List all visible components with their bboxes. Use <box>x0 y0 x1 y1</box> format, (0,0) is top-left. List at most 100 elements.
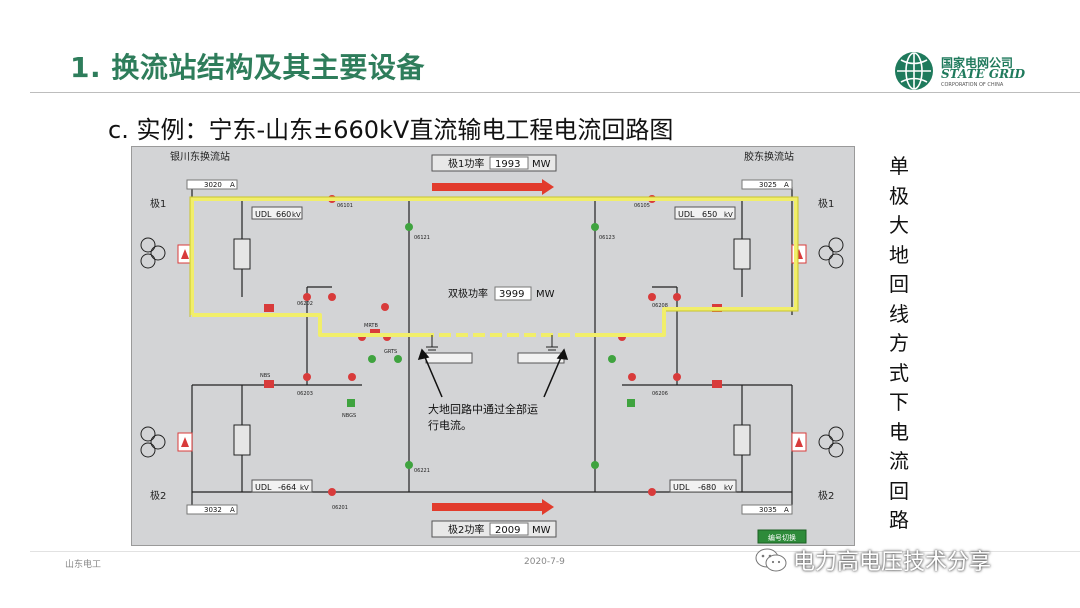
breaker-open-icons <box>347 223 635 469</box>
svg-text:06101: 06101 <box>337 203 353 209</box>
logo-name-en: STATE GRID <box>941 67 1026 81</box>
svg-text:极1功率: 极1功率 <box>448 157 484 170</box>
footer-org: 山东电工 <box>65 560 102 570</box>
annotation-arrows <box>417 348 569 398</box>
pole2-left-label: 极2 <box>150 489 166 502</box>
svg-text:UDL: UDL <box>255 210 272 219</box>
svg-text:-664: -664 <box>278 483 296 492</box>
svg-text:06123: 06123 <box>599 235 615 241</box>
svg-text:MW: MW <box>532 525 551 536</box>
svg-text:A: A <box>784 506 789 514</box>
udl-right-top: UDL 650 kV <box>674 206 736 220</box>
udl-left-bottom: UDL -664 kV <box>251 479 313 493</box>
slide-title: 1. 换流站结构及其主要设备 <box>70 51 425 84</box>
vertical-caption-char: 线 <box>889 301 909 326</box>
bipole-power-readout: 双极功率 3999 MW <box>448 286 555 301</box>
vertical-caption-char: 式 <box>889 360 909 385</box>
svg-text:kV: kV <box>724 211 733 219</box>
svg-text:kV: kV <box>292 211 301 219</box>
svg-text:660: 660 <box>276 210 291 219</box>
svg-text:NBGS: NBGS <box>342 413 356 419</box>
svg-text:06206: 06206 <box>652 391 668 397</box>
udl-right-bottom: UDL -680 kV <box>669 479 737 493</box>
state-grid-logo: 国家电网公司 STATE GRID CORPORATION OF CHINA <box>893 50 1033 92</box>
svg-text:UDL: UDL <box>673 483 690 492</box>
ground-electrode-icons <box>426 335 558 351</box>
svg-text:MRTB: MRTB <box>364 323 378 329</box>
vertical-caption-char: 回 <box>889 478 909 503</box>
converter-valve-blocks <box>233 238 751 456</box>
svg-text:UDL: UDL <box>255 483 272 492</box>
vertical-caption-char: 单 <box>889 154 909 178</box>
footer-date: 2020-7-9 <box>524 557 565 567</box>
vertical-caption-char: 回 <box>889 272 909 296</box>
svg-text:3025: 3025 <box>759 181 777 189</box>
vertical-caption-char: 方 <box>889 331 909 355</box>
globe-icon <box>895 52 933 90</box>
svg-text:-680: -680 <box>698 483 716 492</box>
svg-text:kV: kV <box>724 484 733 492</box>
dc-bus-lines <box>191 187 793 505</box>
vertical-caption: 单极大地回线方式下电流回路 <box>884 152 914 536</box>
vertical-caption-char: 下 <box>889 390 909 414</box>
logo-name-cn: 国家电网公司 <box>941 56 1014 70</box>
current-loop-diagram: 银川东换流站 胶东换流站 极1 极1 极2 极2 极1功率 1993 MW 极2… <box>131 146 855 546</box>
svg-text:A: A <box>230 506 235 514</box>
svg-text:3032: 3032 <box>204 506 222 514</box>
vertical-caption-char: 极 <box>889 183 909 208</box>
pole2-power-readout: 极2功率 2009 MW <box>431 520 557 538</box>
watermark-text: 电力高电压技术分享 <box>793 550 992 575</box>
svg-text:06121: 06121 <box>414 235 430 241</box>
svg-text:06221: 06221 <box>414 468 430 474</box>
pole1-left-label: 极1 <box>150 197 166 210</box>
breaker-closed-icons <box>264 195 722 496</box>
svg-text:极2功率: 极2功率 <box>448 523 484 536</box>
right-station-label: 胶东换流站 <box>744 150 794 163</box>
svg-text:3035: 3035 <box>759 506 777 514</box>
svg-text:GRTS: GRTS <box>384 349 397 355</box>
svg-text:06203: 06203 <box>297 391 313 397</box>
pole1-right-label: 极1 <box>818 197 834 210</box>
svg-text:UDL: UDL <box>678 210 695 219</box>
vertical-caption-char: 路 <box>889 508 909 532</box>
number-toggle-button[interactable]: 编号切换 <box>757 529 807 544</box>
svg-text:MW: MW <box>536 289 555 300</box>
svg-text:NBS: NBS <box>260 373 270 379</box>
vertical-caption-char: 流 <box>889 449 909 473</box>
svg-text:3020: 3020 <box>204 181 222 189</box>
udl-left-top: UDL 660 kV <box>251 206 303 220</box>
pole1-power-readout: 极1功率 1993 MW <box>431 154 557 172</box>
watermark: 电力高电压技术分享 <box>755 545 991 575</box>
vertical-caption-char: 地 <box>889 242 909 267</box>
footer-divider <box>30 551 1080 552</box>
current-path-outline <box>189 196 799 317</box>
svg-text:A: A <box>784 181 789 189</box>
pole2-power-arrow <box>432 499 554 515</box>
svg-text:06208: 06208 <box>652 303 668 309</box>
current-path <box>190 197 798 337</box>
left-station-label: 银川东换流站 <box>170 150 230 163</box>
pole1-power-arrow <box>432 179 554 195</box>
converter-red-icons <box>177 244 807 452</box>
ground-current-readouts <box>425 352 565 364</box>
svg-text:06201: 06201 <box>332 505 348 511</box>
svg-text:kV: kV <box>300 484 309 492</box>
svg-text:06202: 06202 <box>297 301 313 307</box>
svg-text:编号切换: 编号切换 <box>768 533 796 542</box>
logo-subtitle: CORPORATION OF CHINA <box>941 82 1004 88</box>
svg-text:2009: 2009 <box>495 525 520 536</box>
vertical-caption-char: 电 <box>889 419 909 444</box>
breaker-id-labels: 06101 06121 06123 06105 06202 06203 0620… <box>260 203 668 511</box>
wechat-icon <box>755 548 787 572</box>
title-divider <box>30 92 1080 93</box>
svg-text:A: A <box>230 181 235 189</box>
svg-text:06105: 06105 <box>634 203 650 209</box>
svg-text:3999: 3999 <box>499 289 524 300</box>
idl-readouts: 3020 A 3025 A 3032 A 3035 A <box>186 179 793 515</box>
converter-transformer-icons <box>140 237 844 458</box>
svg-text:双极功率: 双极功率 <box>448 287 488 300</box>
svg-text:1993: 1993 <box>495 159 520 170</box>
pole2-right-label: 极2 <box>818 489 834 502</box>
svg-text:650: 650 <box>702 210 717 219</box>
slide-subtitle: c. 实例：宁东-山东±660kV直流输电工程电流回路图 <box>108 116 674 144</box>
